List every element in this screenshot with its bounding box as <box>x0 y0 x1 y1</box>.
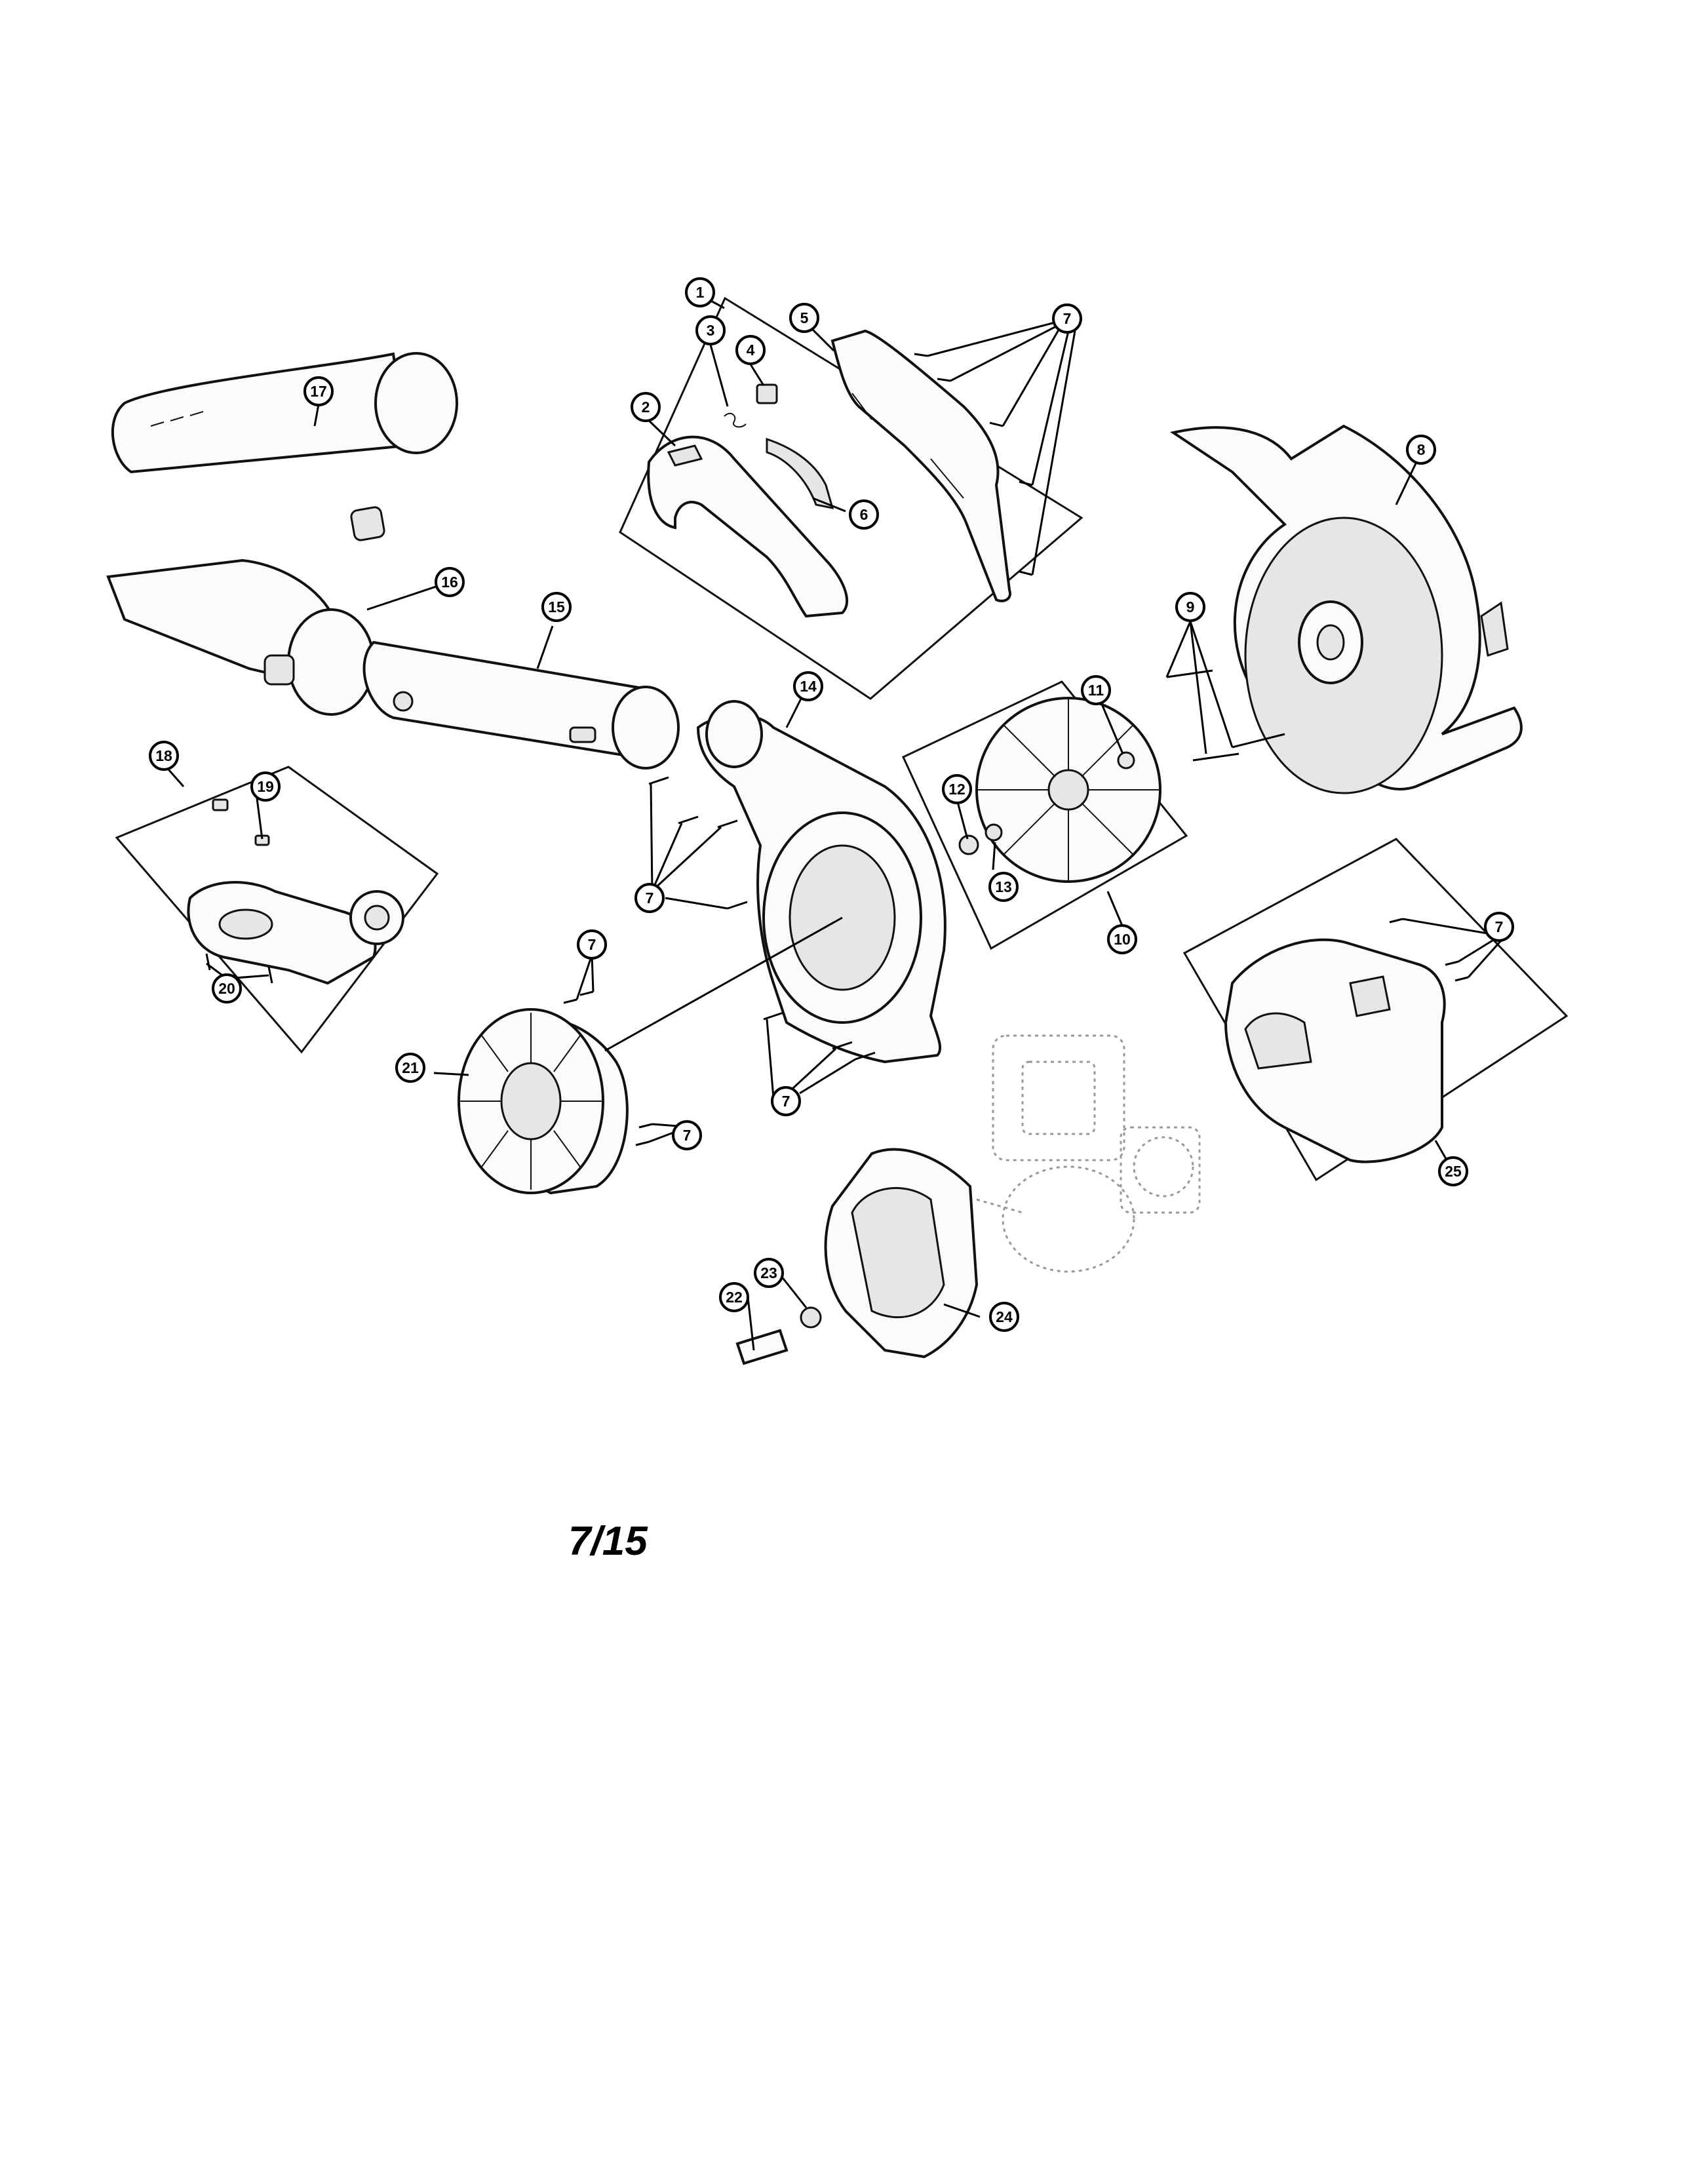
svg-text:18: 18 <box>155 747 172 764</box>
impeller-kit <box>902 680 1188 950</box>
callout-20: 20 <box>212 973 242 1004</box>
callout-16: 16 <box>435 567 465 597</box>
callout-24: 24 <box>989 1302 1019 1332</box>
callout-4: 4 <box>735 335 766 365</box>
svg-text:17: 17 <box>310 383 327 400</box>
callout-25: 25 <box>1438 1156 1468 1186</box>
svg-text:12: 12 <box>948 781 966 798</box>
housing-screws <box>648 776 876 1099</box>
callout-6: 6 <box>849 499 879 530</box>
svg-text:7: 7 <box>588 936 596 953</box>
callout-3: 3 <box>695 315 726 345</box>
handle-screws <box>914 320 1076 576</box>
svg-text:7: 7 <box>1495 918 1504 935</box>
svg-text:13: 13 <box>995 878 1012 895</box>
callout-22: 22 <box>719 1282 749 1312</box>
svg-text:25: 25 <box>1445 1163 1462 1180</box>
page-number: 7/15 <box>568 1519 648 1564</box>
callout-7-cover-right: 7 <box>672 1120 702 1150</box>
callout-2: 2 <box>631 392 661 422</box>
svg-text:2: 2 <box>642 399 650 416</box>
engine-cover-kit-25 <box>1182 838 1569 1182</box>
svg-text:21: 21 <box>402 1059 419 1076</box>
callout-19: 19 <box>250 771 281 802</box>
svg-text:3: 3 <box>707 322 715 339</box>
callout-7-housing: 7 <box>634 883 665 913</box>
callout-14: 14 <box>793 671 823 701</box>
starter-cover-24 <box>735 1148 979 1365</box>
svg-text:7: 7 <box>646 889 654 907</box>
callout-11: 11 <box>1081 675 1111 705</box>
svg-text:9: 9 <box>1186 598 1195 615</box>
callout-8: 8 <box>1406 435 1436 465</box>
callout-18: 18 <box>149 741 179 771</box>
svg-text:1: 1 <box>696 284 705 301</box>
svg-text:5: 5 <box>800 309 809 326</box>
svg-text:22: 22 <box>726 1289 743 1306</box>
callout-13: 13 <box>988 872 1019 902</box>
callout-23: 23 <box>754 1258 784 1288</box>
svg-text:4: 4 <box>747 341 755 359</box>
svg-text:20: 20 <box>218 980 235 997</box>
callout-7-housing-bottom: 7 <box>771 1086 801 1116</box>
callout-7-engine-cover: 7 <box>1484 912 1514 942</box>
svg-text:8: 8 <box>1417 441 1426 458</box>
callout-17: 17 <box>303 376 334 406</box>
callout-12: 12 <box>942 774 972 804</box>
svg-text:19: 19 <box>257 778 274 795</box>
back-housing-8 <box>1169 424 1523 794</box>
callout-1: 1 <box>685 277 715 307</box>
screws-9 <box>1165 621 1285 762</box>
svg-text:23: 23 <box>760 1264 777 1281</box>
callouts: 1 2 3 4 5 6 7 8 9 10 11 12 13 14 15 16 1… <box>149 277 1514 1332</box>
callout-21: 21 <box>395 1053 425 1083</box>
svg-text:7: 7 <box>782 1093 790 1110</box>
svg-text:11: 11 <box>1088 682 1104 699</box>
svg-text:16: 16 <box>441 574 458 591</box>
svg-text:6: 6 <box>860 506 868 523</box>
callout-10: 10 <box>1107 924 1137 954</box>
callout-15: 15 <box>541 592 572 622</box>
blower-tube-17 <box>111 352 458 541</box>
svg-text:14: 14 <box>800 678 817 695</box>
handle-assembly-kit <box>619 296 1083 700</box>
front-cover-21 <box>458 916 843 1195</box>
tube-15 <box>362 640 680 770</box>
callout-9: 9 <box>1175 592 1205 622</box>
nozzle-16 <box>106 558 375 716</box>
svg-text:15: 15 <box>548 598 565 615</box>
engine-outline <box>976 1034 1201 1273</box>
handle-kit-18 <box>115 766 439 1054</box>
svg-text:10: 10 <box>1114 931 1131 948</box>
callout-5: 5 <box>789 303 819 333</box>
svg-text:7: 7 <box>683 1127 692 1144</box>
callout-7-cover-top: 7 <box>577 929 607 960</box>
callout-7-handle: 7 <box>1052 303 1082 334</box>
svg-text:7: 7 <box>1063 310 1072 327</box>
svg-text:24: 24 <box>996 1308 1013 1325</box>
